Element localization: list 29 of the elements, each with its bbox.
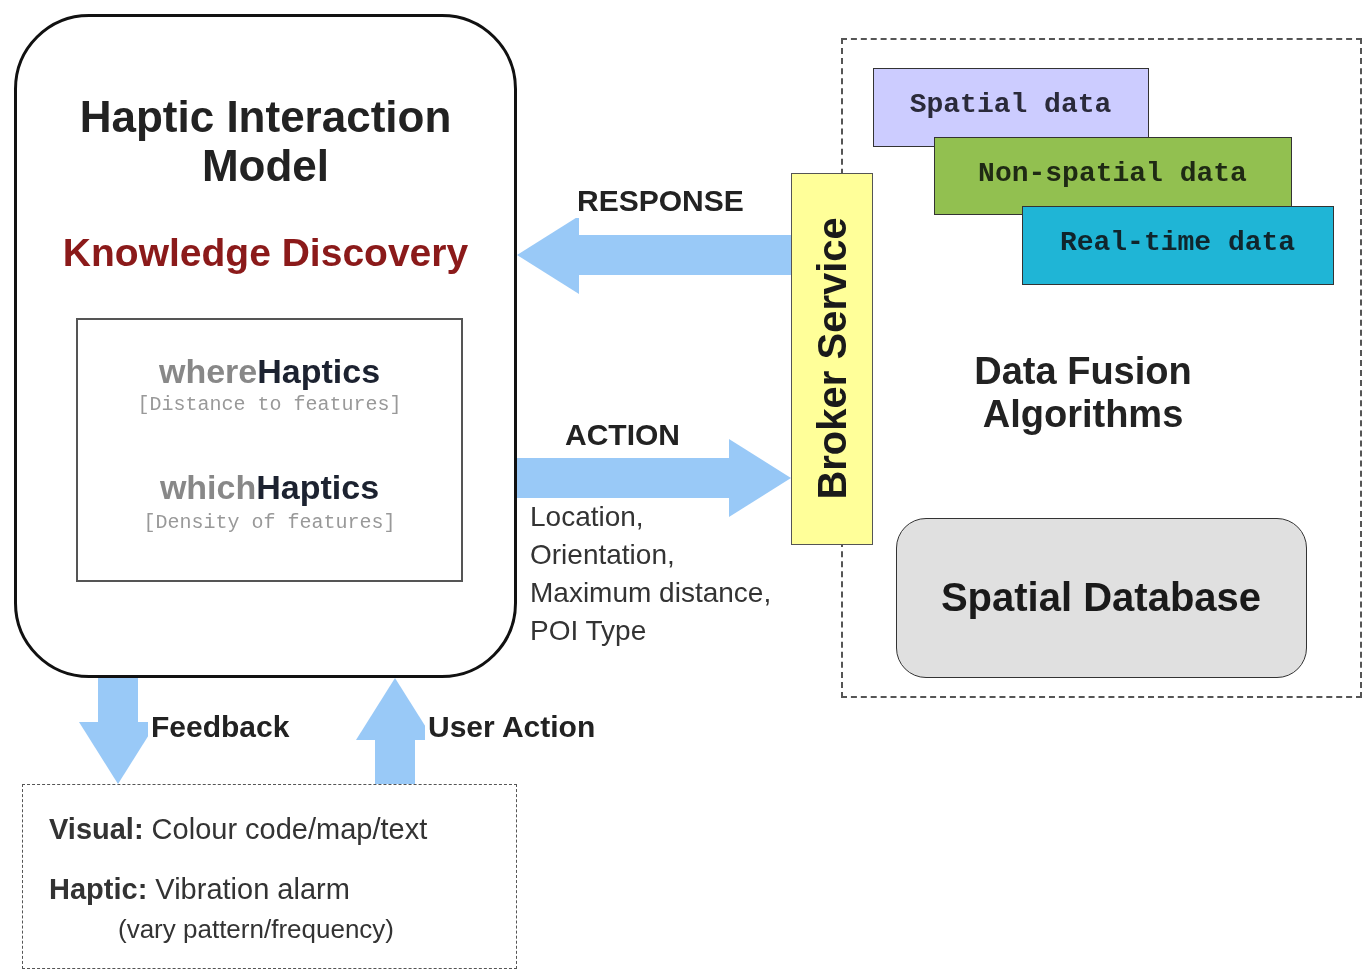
database-label: Spatial Database [939,575,1263,620]
output-line: Haptic: Vibration alarm [49,873,351,906]
parameter-label: Maximum distance, [530,579,772,607]
data-box [1022,206,1334,285]
output-box [22,784,517,969]
block-arrow [517,439,791,517]
feature-description: [Density of features] [142,512,397,535]
data-label: Spatial data [908,89,1113,121]
data-label: Non-spatial data [977,158,1248,190]
data-label: Real-time data [1058,227,1297,259]
container-title: Data Fusion Algorithms [973,350,1193,436]
panel-subtitle: Knowledge Discovery [61,231,470,275]
block-arrow [517,216,791,294]
feature-name: whereHaptics [157,352,382,391]
database-box [896,518,1307,678]
service-label: Broker Service [809,216,854,502]
feature-box [76,318,463,582]
service-bar [791,173,873,545]
feature-name: whichHaptics [158,468,381,507]
parameter-label: Orientation, [530,541,675,569]
data-box [934,137,1292,215]
output-line: (vary pattern/frequency) [118,915,395,945]
panel-title: Haptic Interaction Model [78,92,453,191]
data-box [873,68,1149,147]
output-line: Visual: Colour code/map/text [49,813,429,846]
parameter-label: POI Type [530,617,647,645]
model-panel [14,14,517,678]
parameter-label: Location, [530,503,644,531]
feature-description: [Distance to features] [136,394,403,417]
